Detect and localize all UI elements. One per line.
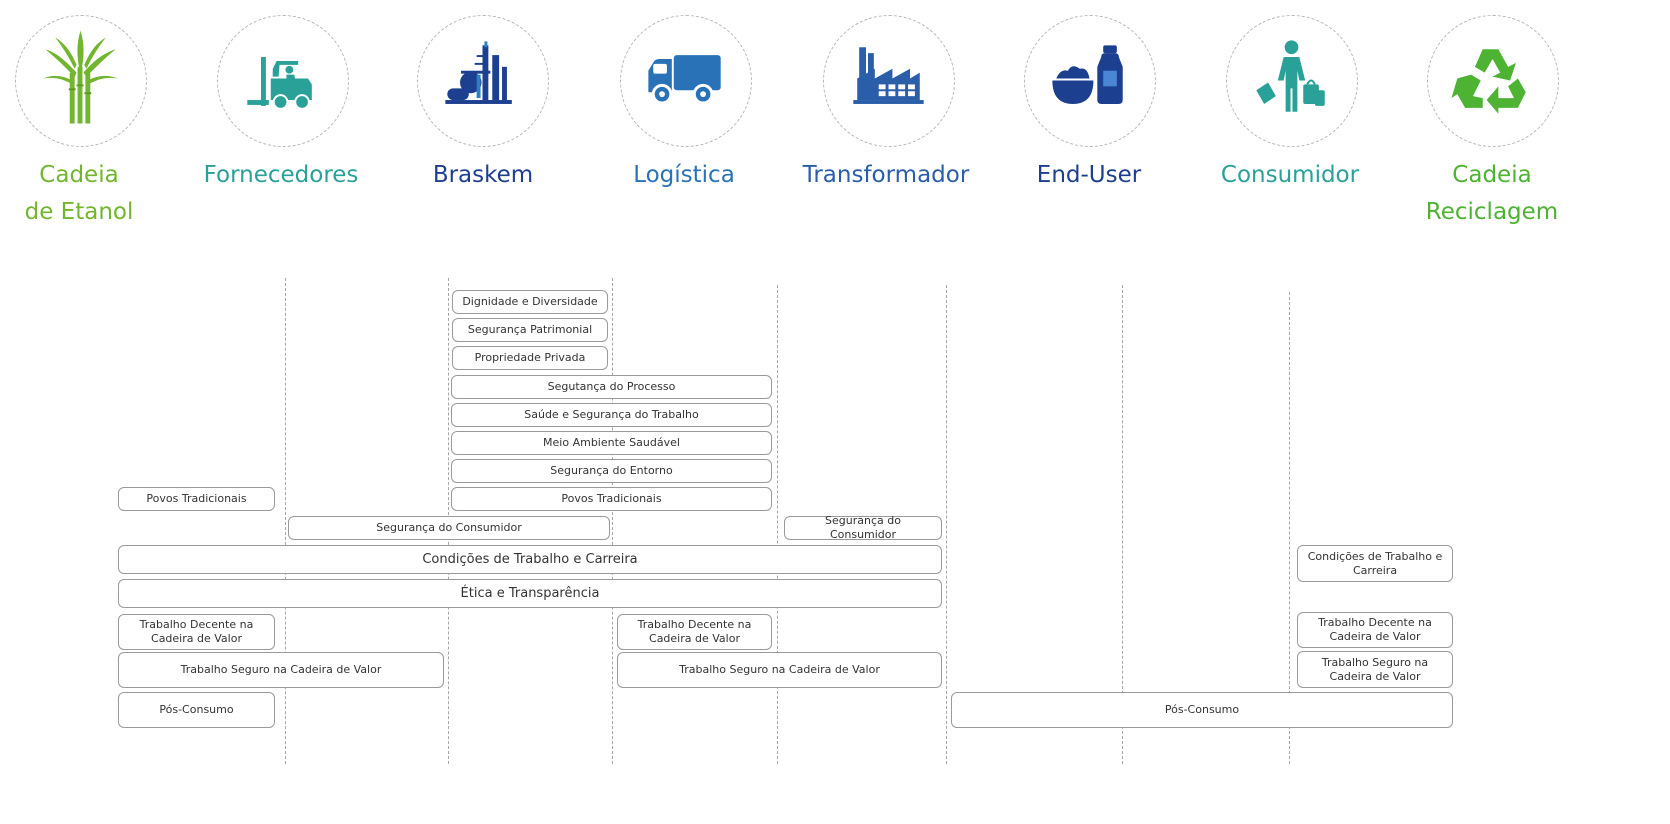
topic-post-consumption: Pós-Consumo — [951, 692, 1453, 728]
stage-divider — [777, 285, 778, 764]
topic-working-conditions: Condições de Trabalho e Carreira — [118, 545, 942, 574]
stage-label-line: Fornecedores — [203, 162, 359, 188]
topic-traditional-peoples: Povos Tradicionais — [118, 487, 275, 511]
topic-consumer-safety: Segurança do Consumidor — [288, 516, 610, 540]
petrochemical-plant-icon — [445, 41, 512, 104]
stage-label-line: de Etanol — [24, 199, 134, 225]
stage-label-suppliers: Fornecedores — [181, 157, 381, 194]
topic-consumer-safety: Segurança do Consumidor — [784, 514, 942, 541]
stage-circle-logistics — [620, 15, 752, 147]
topic-decent-work: Trabalho Decente na Cadeira de Valor — [1297, 612, 1453, 648]
topic-dignity-diversity: Dignidade e Diversidade — [452, 290, 608, 314]
stage-divider — [1289, 292, 1290, 764]
stage-label-line: Consumidor — [1220, 162, 1360, 188]
recycle-icon — [1451, 49, 1526, 114]
stage-label-line: Cadeia — [39, 162, 119, 188]
stage-circle-ethanol — [15, 15, 147, 147]
stage-circle-transformer — [823, 15, 955, 147]
stage-divider — [285, 278, 286, 764]
stage-label-transformer: Transformador — [786, 157, 986, 194]
topic-asset-security: Segurança Patrimonial — [452, 318, 608, 342]
stage-divider — [946, 285, 947, 764]
stage-label-line: Cadeia — [1452, 162, 1532, 188]
topic-safe-work: Trabalho Seguro na Cadeira de Valor — [1297, 651, 1453, 688]
stage-label-line: Braskem — [432, 162, 534, 188]
food-bottle-icon — [1052, 45, 1123, 104]
topic-decent-work: Trabalho Decente na Cadeira de Valor — [118, 614, 275, 650]
box-text-line: Condições de Trabalho e — [1307, 549, 1443, 563]
truck-icon — [648, 55, 721, 105]
stage-label-braskem: Braskem — [383, 157, 583, 194]
stage-label-logistics: Logística — [584, 157, 784, 194]
shopper-icon — [1256, 40, 1325, 112]
topic-ethics-transparency: Ética e Transparência — [118, 579, 942, 608]
topic-process-safety: Segutança do Processo — [451, 375, 772, 399]
topic-working-conditions: Condições de Trabalho e Carreira — [1297, 545, 1453, 582]
stage-label-consumer: Consumidor — [1190, 157, 1390, 194]
topic-occupational-health: Saúde e Segurança do Trabalho — [451, 403, 772, 427]
stage-label-line: Reciclagem — [1425, 199, 1559, 225]
stage-circle-consumer — [1226, 15, 1358, 147]
forklift-icon — [247, 57, 312, 110]
stage-divider — [1122, 285, 1123, 764]
topic-safe-work: Trabalho Seguro na Cadeira de Valor — [118, 652, 444, 688]
topic-post-consumption: Pós-Consumo — [118, 692, 275, 728]
box-text-line: Trabalho Seguro na — [1321, 655, 1429, 669]
stage-label-line: Logística — [633, 162, 735, 188]
stage-label-line: Transformador — [802, 162, 970, 188]
box-text-line: Cadeira de Valor — [1329, 669, 1421, 683]
stage-label-ethanol: Cadeia de Etanol — [0, 157, 179, 231]
box-text-line: Cadeira de Valor — [1329, 630, 1421, 643]
sugarcane-icon — [43, 30, 118, 124]
box-text-line: Trabalho Decente na — [139, 618, 254, 631]
topic-safe-work: Trabalho Seguro na Cadeira de Valor — [617, 652, 942, 688]
stage-circle-braskem — [417, 15, 549, 147]
box-text-line: Cadeira de Valor — [151, 632, 242, 645]
factory-icon — [853, 47, 924, 104]
topic-private-property: Propriedade Privada — [452, 346, 608, 370]
stage-label-recycling: Cadeia Reciclagem — [1392, 157, 1592, 231]
box-text-line: Trabalho Decente na — [1318, 616, 1432, 629]
stage-divider — [612, 278, 613, 764]
stage-circle-recycling — [1427, 15, 1559, 147]
topic-community-safety: Segurança do Entorno — [451, 459, 772, 483]
topic-healthy-environment: Meio Ambiente Saudável — [451, 431, 772, 455]
stage-circle-end-user — [1024, 15, 1156, 147]
stage-label-end-user: End-User — [989, 157, 1189, 194]
stage-label-line: End-User — [1036, 162, 1142, 188]
box-text-line: Cadeira de Valor — [649, 632, 740, 645]
topic-traditional-peoples: Povos Tradicionais — [451, 487, 772, 511]
box-text-line: Trabalho Decente na — [637, 618, 752, 631]
box-text-line: Carreira — [1352, 563, 1398, 577]
stage-circle-suppliers — [217, 15, 349, 147]
topic-decent-work: Trabalho Decente na Cadeira de Valor — [617, 614, 772, 650]
